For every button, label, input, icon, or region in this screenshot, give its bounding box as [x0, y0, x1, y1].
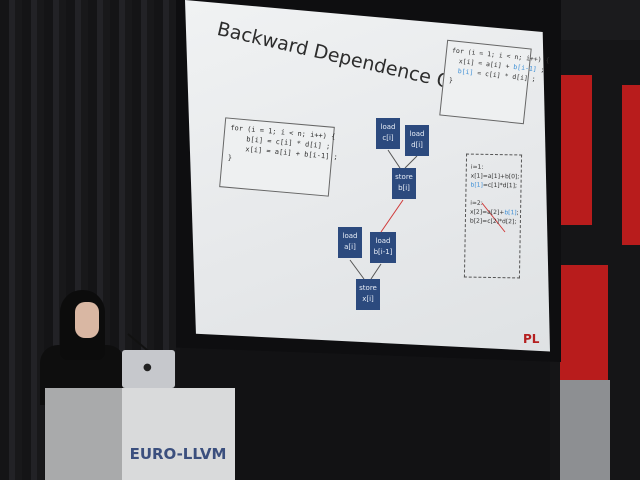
dependence-edge [481, 202, 506, 233]
window-glass [560, 380, 610, 480]
node-op: load [409, 130, 425, 138]
graph-edge [387, 149, 401, 169]
graph-node-load-a: load a[i] [338, 227, 362, 258]
graph-edge [349, 259, 365, 280]
node-var: x[i] [362, 295, 374, 303]
red-window-panel [560, 265, 608, 395]
node-op: load [375, 237, 391, 245]
trace-highlight: b[1] [504, 209, 517, 217]
apple-logo-icon: ● [143, 362, 152, 373]
node-var: d[i] [411, 141, 423, 149]
windows [550, 40, 640, 480]
node-op: load [380, 123, 396, 131]
trace-highlight: b[1] [470, 181, 483, 189]
slide-logo: PL [523, 332, 540, 346]
graph-edge [404, 155, 418, 169]
podium-side [45, 388, 125, 480]
trace-text: =c[1]*d[1]; [482, 181, 518, 190]
node-op: store [359, 284, 377, 292]
trace-line: b[2]=c[2]*d[2]; [469, 217, 517, 226]
node-op: load [342, 232, 358, 240]
graph-node-store-b: store b[i] [392, 168, 416, 199]
graph-edge [370, 263, 382, 280]
trace-text: x[2]=a[2]+ [470, 208, 505, 217]
iteration-trace-box: i=1: x[1]=a[1]+b[0]; b[1]=c[1]*d[1]; i=2… [463, 153, 523, 279]
trace-text: ; [516, 209, 519, 217]
node-var: a[i] [344, 243, 356, 251]
red-window-panel [622, 85, 640, 245]
speaker-face [75, 302, 99, 338]
node-op: store [395, 173, 413, 181]
trace-line: b[1]=c[1]*d[1]; [470, 181, 518, 191]
podium-front [122, 388, 235, 480]
node-var: b[i-1] [373, 248, 393, 256]
dependence-edge [380, 199, 404, 233]
graph-node-load-b-prev: load b[i-1] [370, 232, 396, 263]
laptop [122, 350, 175, 388]
podium-logo: EURO-LLVM [129, 445, 227, 463]
node-var: b[i] [398, 184, 410, 192]
graph-node-load-c: load c[i] [376, 118, 400, 149]
graph-node-load-d: load d[i] [405, 125, 429, 156]
graph-node-store-x: store x[i] [356, 279, 380, 310]
node-var: c[i] [382, 134, 394, 142]
